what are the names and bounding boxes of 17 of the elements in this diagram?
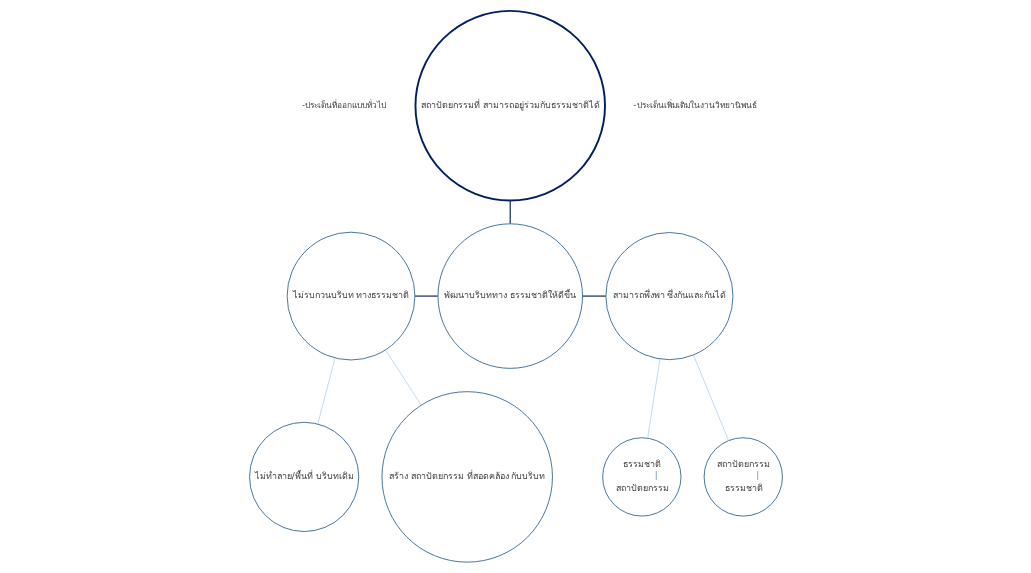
node-circle: สร้าง สถาปัตยกรรม ที่สอดคล้อง กับบริบท bbox=[381, 391, 553, 563]
connector bbox=[692, 354, 729, 441]
node-circle: ไม่ทำลาย/พื้นที่ บริบทเดิม bbox=[248, 421, 359, 532]
node-circle: สถาปัตยกรรมที่ สามารถอยู่ร่วมกับธรรมชาติได้ bbox=[414, 9, 606, 202]
connector bbox=[581, 295, 606, 297]
node-circle: ไม่รบกวนบริบท ทางธรรมชาติ bbox=[286, 231, 415, 361]
connector bbox=[384, 349, 421, 406]
label: -ประเด็นที่ออกแบบทั่วไป bbox=[301, 99, 386, 110]
node-circle: สถาปัตยกรรม ธรรมชาติ bbox=[703, 437, 783, 517]
node-circle: สามารถพึ่งพา ซึ่งกันและกันได้ bbox=[604, 232, 733, 361]
connector bbox=[646, 358, 660, 439]
node-circle: ธรรมชาติ สถาปัตยกรรม bbox=[601, 437, 681, 517]
connector bbox=[413, 295, 438, 297]
connector bbox=[317, 357, 335, 425]
node-circle: พัฒนาบริบททาง ธรรมชาติให้ดีขึ้น bbox=[437, 223, 583, 369]
label: -ประเด็นเพิ่มเติมในงานวิทยานิพนธ์ bbox=[633, 99, 757, 110]
connector bbox=[509, 199, 511, 225]
